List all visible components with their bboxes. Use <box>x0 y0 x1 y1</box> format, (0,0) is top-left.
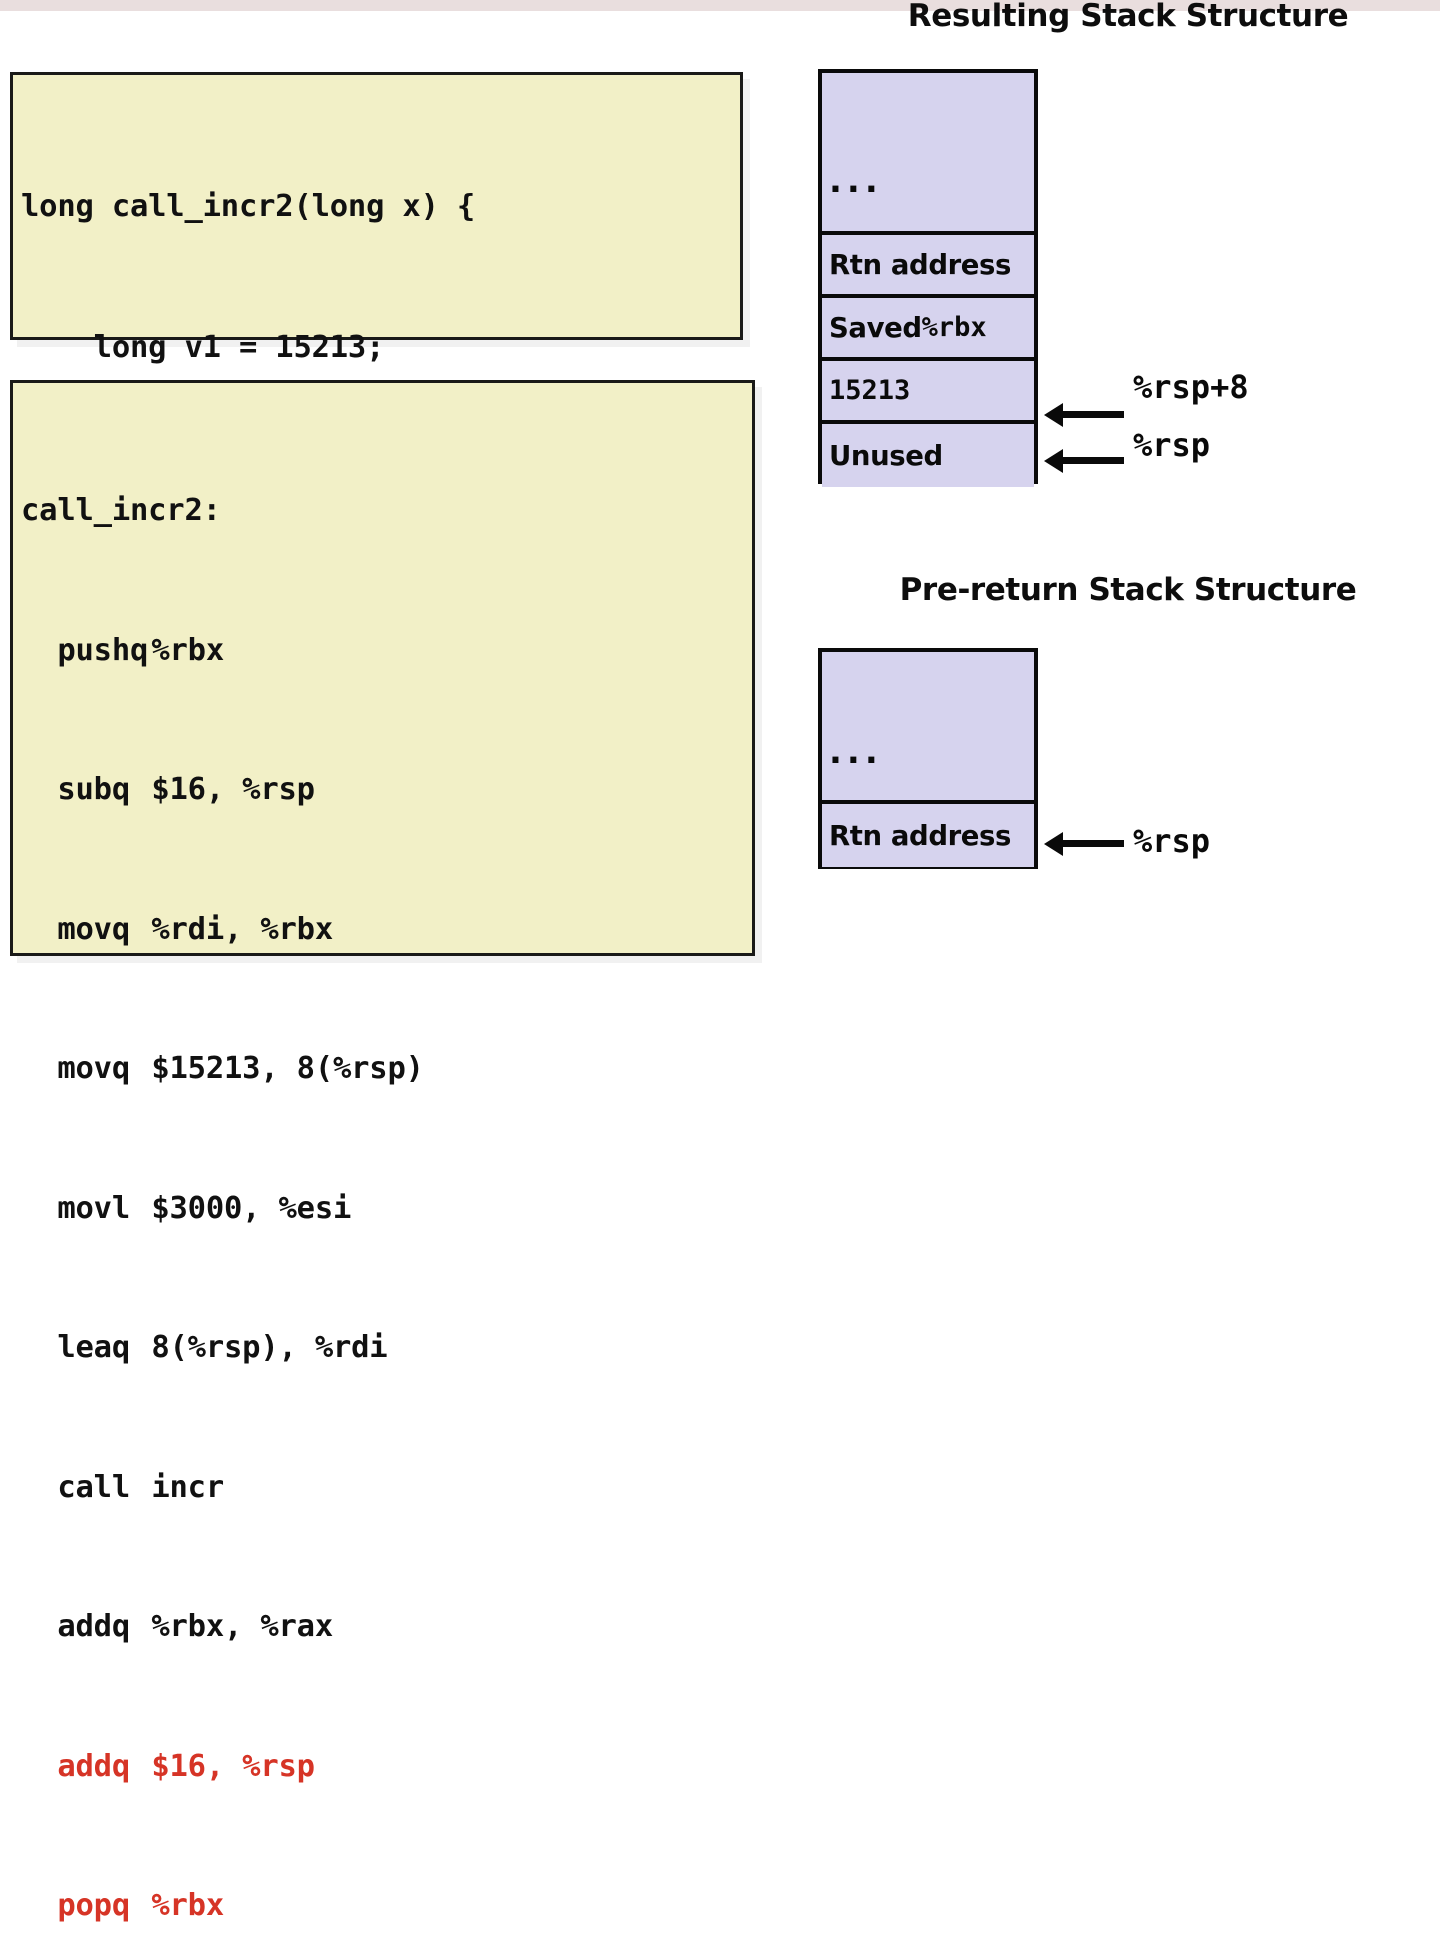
assembly-operands: %rdi, %rbx <box>151 911 333 947</box>
assembly-mnemonic: addq <box>21 1748 130 1784</box>
rsp-plus-8-pointer-label: %rsp+8 <box>1133 368 1249 406</box>
assembly-mnemonic: subq <box>21 772 130 807</box>
rsp-pointer-label: %rsp <box>1133 426 1211 464</box>
prereturn-rsp-pointer-arrow-icon <box>1044 831 1124 856</box>
c-source-code-box: long call_incr2(long x) { long v1 = 1521… <box>10 72 743 788</box>
assembly-operands: $15213, 8(%rsp) <box>151 1051 424 1086</box>
assembly-instruction: call incr <box>21 1465 752 1512</box>
slide-top-band <box>0 0 1440 11</box>
assembly-operands: %rbx, %rax <box>151 1609 333 1644</box>
assembly-mnemonic: movq <box>21 1051 130 1086</box>
prereturn-stack-title: Pre-return Stack Structure <box>899 572 1357 608</box>
assembly-function-label: call_incr2: <box>21 493 221 528</box>
stack-cell-rtn-address: Rtn address <box>822 235 1034 298</box>
c-source-line: long v1 = 15213; <box>21 330 385 365</box>
stack-cell-saved-rbx: Saved %rbx <box>822 298 1034 361</box>
assembly-operands: $3000, %esi <box>151 1190 352 1226</box>
ellipsis-text: ... <box>829 732 883 772</box>
stack-cell-value-15213: 15213 <box>822 361 1034 424</box>
assembly-operands: %rbx <box>151 632 225 668</box>
assembly-operands: $16, %rsp <box>151 772 315 807</box>
assembly-mnemonic: pushq <box>21 632 149 668</box>
stack-cell-label: Rtn address <box>829 819 1011 852</box>
stack-cell-ellipsis: ... <box>822 73 1034 235</box>
assembly-code-box: call_incr2: pushq%rbx subq$16, %rsp movq… <box>10 380 755 1923</box>
assembly-instruction: popq %rbx <box>21 1883 752 1930</box>
ellipsis-text: ... <box>829 161 883 201</box>
stack-cell-label: 15213 <box>829 375 911 406</box>
assembly-instruction: addq %rbx, %rax <box>21 1604 752 1651</box>
rsp-pointer-arrow-icon <box>1044 448 1124 473</box>
assembly-operands: 8(%rsp), %rdi <box>151 1330 388 1365</box>
assembly-instruction: leaq 8(%rsp), %rdi <box>21 1325 752 1372</box>
assembly-instruction: pushq%rbx <box>21 628 752 675</box>
assembly-instruction: subq $16, %rsp <box>21 767 752 814</box>
stack-cell-ellipsis: ... <box>822 652 1034 804</box>
assembly-mnemonic: leaq <box>21 1330 130 1365</box>
stack-cell-unused: Unused <box>822 424 1034 487</box>
stack-cell-label: Saved <box>829 311 922 344</box>
prereturn-rsp-pointer-label: %rsp <box>1133 822 1211 860</box>
assembly-instruction: movq $15213, 8(%rsp) <box>21 1046 752 1093</box>
c-source-line: long call_incr2(long x) { <box>21 189 476 224</box>
prereturn-stack-diagram: ... Rtn address <box>818 648 1038 869</box>
assembly-mnemonic: call <box>21 1469 130 1505</box>
assembly-operands: incr <box>151 1469 225 1505</box>
stack-cell-label: Rtn address <box>829 248 1011 281</box>
assembly-mnemonic: movl <box>21 1190 130 1226</box>
rsp-plus-8-pointer-arrow-icon <box>1044 402 1124 427</box>
stack-cell-register: %rbx <box>921 312 987 343</box>
assembly-mnemonic: popq <box>21 1888 130 1923</box>
assembly-instruction: movl $3000, %esi <box>21 1186 752 1233</box>
stack-cell-rtn-address: Rtn address <box>822 804 1034 867</box>
assembly-instruction: addq $16, %rsp <box>21 1744 752 1791</box>
stack-cell-label: Unused <box>829 439 943 472</box>
assembly-mnemonic: addq <box>21 1609 130 1644</box>
assembly-operands: $16, %rsp <box>151 1748 315 1784</box>
resulting-stack-title: Resulting Stack Structure <box>907 0 1349 34</box>
assembly-instruction: movq %rdi, %rbx <box>21 907 752 954</box>
assembly-mnemonic: movq <box>21 911 130 947</box>
resulting-stack-diagram: ... Rtn address Saved %rbx 15213 Unused <box>818 69 1038 487</box>
assembly-operands: %rbx <box>151 1888 225 1923</box>
